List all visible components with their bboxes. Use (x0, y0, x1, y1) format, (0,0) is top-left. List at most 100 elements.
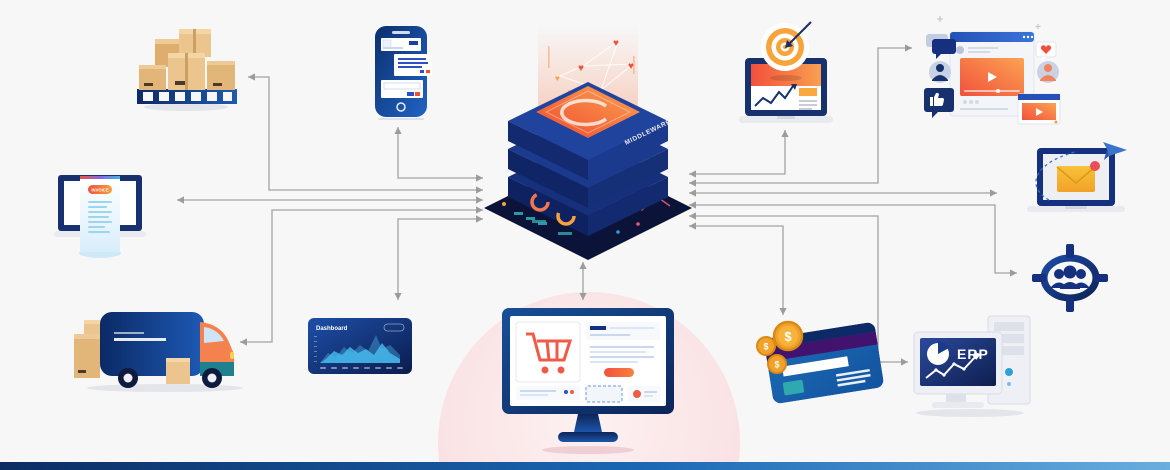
arrowhead (248, 73, 255, 81)
dashboard-pill-button (383, 323, 405, 332)
arrowhead (689, 222, 696, 230)
monitor-base (558, 432, 618, 442)
signature-band (782, 356, 849, 377)
speaker (392, 31, 410, 34)
hub-top-face (536, 86, 640, 138)
svg-text:♥: ♥ (628, 61, 634, 72)
arrowhead (689, 189, 696, 197)
screen-cards (381, 38, 432, 98)
audience-icon (1032, 244, 1108, 312)
analytics-dashboard: Dashboard (308, 318, 412, 374)
bottom-accent-bar (0, 462, 1170, 470)
smartphone (375, 26, 432, 120)
small-box (166, 358, 190, 384)
play-icon-small (1036, 108, 1043, 116)
arrowhead (689, 201, 696, 209)
x-axis-labels (320, 367, 403, 369)
monitor-stand (946, 394, 966, 402)
svg-text:$: $ (763, 342, 768, 352)
email-laptop (1027, 142, 1127, 212)
cart-icon (526, 332, 573, 362)
connector-card-hub (689, 225, 784, 315)
shadow (542, 446, 634, 454)
envelope-icon (1056, 161, 1100, 192)
chat-bubbles-icon (926, 34, 956, 59)
product-card (515, 321, 581, 383)
erp-label: ERP (957, 346, 989, 362)
avatar-left (929, 61, 951, 83)
arrowhead (240, 338, 247, 346)
growth-chart (754, 84, 817, 110)
parcel-boxes (139, 29, 235, 90)
receipt: INVOICE (79, 176, 121, 258)
arrowhead (689, 179, 696, 187)
wheels (118, 368, 222, 388)
arrowhead (990, 189, 997, 197)
arrowhead (177, 196, 184, 204)
middleware-hub: ♥♥ ♥♥ ♥ (484, 24, 692, 260)
invoice-badge-label: INVOICE (91, 188, 108, 193)
notification-dot (1090, 161, 1100, 171)
arrowhead (779, 308, 787, 315)
invoice-monitor: INVOICE (54, 175, 146, 258)
arrowhead (476, 196, 483, 204)
area-chart (320, 335, 400, 363)
arrowhead (579, 293, 587, 300)
erp-monitor: ERP (913, 331, 1003, 408)
dashed-drop-zone (585, 385, 623, 403)
avatar-right (1037, 61, 1059, 83)
arrowhead (476, 206, 483, 214)
invoice-badge (88, 185, 112, 194)
svg-text:$: $ (784, 329, 792, 344)
people-group-icon (1051, 265, 1089, 289)
arrowhead (579, 262, 587, 269)
connector-boxes-hub (248, 76, 483, 191)
connector-audience-hub (689, 204, 1017, 274)
arrowhead (476, 186, 483, 194)
thumb-icon (930, 92, 945, 107)
mini-video-card (1017, 93, 1061, 125)
y-axis-ticks (314, 336, 317, 362)
card-chip (782, 379, 805, 396)
payment-card: $ $ $ (756, 320, 885, 405)
pie-chart-icon (927, 341, 949, 365)
monitor-base (932, 402, 984, 408)
hub-logo-icon (560, 98, 608, 127)
dashboard-title: Dashboard (316, 326, 348, 332)
connector-target-hub (689, 130, 786, 175)
line-chart-icon (925, 352, 981, 379)
arrowhead (689, 170, 696, 178)
magnetic-stripe (765, 331, 878, 362)
ecommerce-monitor (502, 308, 674, 454)
delivery-truck (74, 312, 243, 392)
arrowhead (689, 212, 696, 220)
monitor-stand (574, 414, 602, 432)
browser-post-card (949, 31, 1035, 117)
arrowhead (394, 127, 402, 134)
connector-truck-hub (240, 209, 483, 343)
svg-text:♥: ♥ (555, 74, 560, 83)
social-media-collage (924, 16, 1061, 125)
content-blocks (516, 322, 660, 403)
arrowhead (901, 358, 908, 366)
laptop-base (739, 116, 833, 123)
connector-erp-hub (689, 215, 908, 363)
arrowhead (905, 44, 912, 52)
erp-computer: ERP (913, 315, 1031, 417)
paper-plane-icon (1103, 142, 1127, 160)
dart (788, 21, 812, 45)
dollar-coins-icon: $ $ $ (756, 320, 804, 374)
pallet (137, 89, 237, 104)
screen-header (751, 64, 821, 86)
warehouse-boxes (137, 29, 237, 111)
connector-social-hub (689, 47, 912, 184)
arrowhead (781, 130, 789, 137)
svg-text:$: $ (774, 360, 779, 370)
home-button (396, 102, 406, 112)
heart-icon (1040, 45, 1052, 54)
cta-button (604, 368, 634, 377)
arrowhead (1010, 269, 1017, 277)
sparkles (937, 16, 1041, 29)
arrowhead (476, 174, 483, 182)
